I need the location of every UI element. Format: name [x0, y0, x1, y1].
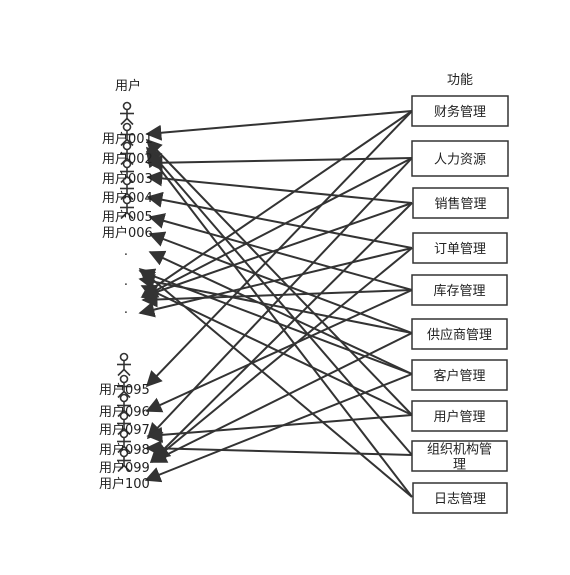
function-boxes: 财务管理人力资源销售管理订单管理库存管理供应商管理客户管理用户管理组织机构管理日…: [411, 95, 509, 514]
connection-arrow: [138, 268, 413, 375]
function-box: 财务管理: [411, 95, 509, 127]
connection-arrow: [146, 191, 413, 249]
function-label: 组织机构管: [427, 443, 492, 458]
connection-arrow: [146, 414, 413, 443]
function-label: 用户管理: [433, 409, 485, 425]
function-box-frame: [411, 440, 508, 472]
user-actor-icon: [117, 429, 131, 454]
connection-arrow: [141, 289, 413, 308]
connection-arrow: [148, 213, 413, 291]
function-box: 客户管理: [411, 359, 508, 391]
function-label: 订单管理: [434, 242, 486, 257]
function-label: 日志管理: [434, 492, 486, 507]
user-label: 用户095: [99, 382, 150, 398]
function-box-frame: [412, 482, 508, 514]
connection-arrow: [138, 267, 413, 498]
user-label: 用户096: [99, 404, 150, 420]
function-box-frame: [412, 187, 509, 219]
user-actor-icon: [120, 101, 134, 126]
connection-arrow: [145, 289, 413, 413]
ellipsis-dot: ·: [124, 278, 128, 293]
user-label: 用户099: [99, 460, 150, 476]
user-label: 用户006: [102, 225, 153, 241]
user-actor-icon: [120, 176, 134, 201]
function-label: 库存管理: [433, 283, 485, 299]
user-label: 用户003: [102, 171, 153, 187]
function-box: 日志管理: [412, 482, 508, 514]
user-actor-icon: [120, 195, 134, 220]
function-box: 销售管理: [412, 187, 509, 219]
user-label: 用户004: [102, 190, 153, 206]
user-actor-icon: [117, 374, 131, 399]
user-label: 用户002: [102, 151, 153, 167]
function-box: 订单管理: [412, 232, 508, 264]
connection-arrow: [138, 247, 413, 318]
connection-lines: [138, 110, 413, 498]
user-actor-icon: [117, 352, 131, 377]
function-label: 财务管理: [434, 104, 486, 120]
connection-arrow: [145, 146, 413, 456]
function-box-frame: [411, 140, 509, 177]
function-label: 销售管理: [434, 196, 486, 212]
user-actor-icon: [117, 393, 131, 418]
connection-arrow: [144, 373, 413, 483]
user-actor-icon: [117, 448, 131, 473]
function-box-frame: [411, 318, 508, 350]
connection-arrow: [141, 157, 413, 298]
connection-arrow: [146, 150, 413, 498]
connection-arrow: [148, 231, 413, 334]
connection-arrow: [149, 202, 413, 464]
function-box-frame: [411, 359, 508, 391]
user-label: 用户100: [99, 476, 150, 492]
function-box: 库存管理: [411, 274, 508, 306]
connection-arrow: [145, 110, 413, 141]
function-box-frame: [412, 232, 508, 264]
user-label: 用户005: [102, 209, 153, 225]
connection-arrow: [148, 250, 413, 375]
functions-column-title: 功能: [447, 73, 473, 88]
function-label: 客户管理: [433, 368, 485, 384]
user-actor-icon: [117, 411, 131, 436]
ellipsis-dot: ·: [124, 306, 128, 321]
user-actor-icon: [120, 122, 134, 147]
connection-arrow: [145, 138, 413, 416]
user-actors: [117, 101, 134, 473]
function-box: 用户管理: [411, 400, 508, 432]
connection-arrow: [146, 154, 413, 171]
user-label: 用户097: [99, 422, 150, 438]
users-column-title: 用户: [115, 78, 141, 94]
user-label: 用户098: [99, 442, 150, 458]
function-label: 理: [453, 458, 466, 473]
function-box-frame: [411, 400, 508, 432]
ellipsis-dots: · · ·: [124, 248, 128, 321]
function-box-frame: [411, 274, 508, 306]
function-label: 供应商管理: [427, 327, 492, 343]
ellipsis-dot: ·: [124, 248, 128, 263]
user-actor-icon: [120, 141, 134, 166]
user-label: 用户001: [102, 131, 153, 147]
connection-arrow: [141, 110, 413, 296]
connection-arrow: [140, 202, 413, 300]
function-box-frame: [411, 95, 509, 127]
connection-arrow: [145, 440, 413, 457]
connection-arrow: [146, 170, 413, 204]
function-box: 人力资源: [411, 140, 509, 177]
function-box: 供应商管理: [411, 318, 508, 350]
function-label: 人力资源: [434, 153, 486, 168]
